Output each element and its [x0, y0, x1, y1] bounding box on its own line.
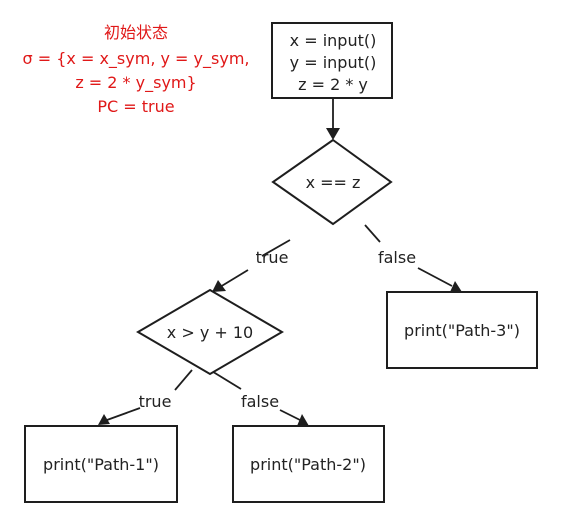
- edge-label-decision-1-false: false: [378, 248, 416, 267]
- initial-state-path-condition: PC = true: [97, 97, 174, 116]
- edge-decision-1-false-upper: [364, 224, 381, 243]
- input-block: x = input() y = input() z = 2 * y: [271, 22, 393, 99]
- decision-2-condition: x > y + 10: [167, 323, 253, 342]
- edge-decision-1-true-lower: [219, 269, 249, 288]
- initial-state-sigma-line-1: σ = {x = x_sym, y = y_sym,: [23, 49, 250, 69]
- input-block-line-z: z = 2 * y: [298, 75, 368, 94]
- decision-1: x == z: [271, 138, 393, 226]
- decision-1-diamond: [271, 138, 393, 226]
- edge-label-decision-2-true: true: [139, 392, 172, 411]
- initial-state-sigma-line-2: z = 2 * y_sym}: [75, 73, 196, 93]
- input-block-box: [271, 22, 393, 99]
- decision-2: x > y + 10: [136, 288, 284, 376]
- path-3-block: print("Path-3"): [386, 291, 538, 369]
- initial-state-title: 初始状态: [104, 23, 168, 42]
- edge-decision-2-false-lower: [279, 409, 301, 421]
- path-3-box: [386, 291, 538, 369]
- edge-decision-2-true-lower: [106, 407, 141, 421]
- input-block-line-y: y = input(): [290, 53, 377, 72]
- initial-state-annotation: 初始状态 σ = {x = x_sym, y = y_sym, z = 2 * …: [23, 23, 250, 116]
- arrowhead: [98, 414, 110, 425]
- edges: [98, 98, 462, 426]
- path-1-statement: print("Path-1"): [43, 455, 159, 474]
- path-1-block: print("Path-1"): [24, 425, 178, 503]
- edge-decision-1-true-upper: [261, 239, 291, 257]
- input-block-line-x: x = input(): [290, 31, 377, 50]
- arrowhead: [326, 128, 340, 140]
- edge-labels: true false true false: [139, 248, 416, 411]
- edge-decision-2-true-upper: [174, 369, 193, 391]
- arrowhead: [450, 281, 462, 292]
- path-2-block: print("Path-2"): [232, 425, 385, 503]
- path-3-statement: print("Path-3"): [404, 321, 520, 340]
- path-2-box: [232, 425, 385, 503]
- edge-decision-2-false-upper: [209, 369, 242, 390]
- path-1-box: [24, 425, 178, 503]
- arrowhead: [297, 414, 309, 426]
- edge-decision-1-false-lower: [417, 267, 453, 287]
- edge-label-decision-1-true: true: [256, 248, 289, 267]
- decision-2-diamond: [136, 288, 284, 376]
- path-2-statement: print("Path-2"): [250, 455, 366, 474]
- decision-1-condition: x == z: [306, 173, 361, 192]
- arrowhead: [212, 280, 226, 292]
- edge-label-decision-2-false: false: [241, 392, 279, 411]
